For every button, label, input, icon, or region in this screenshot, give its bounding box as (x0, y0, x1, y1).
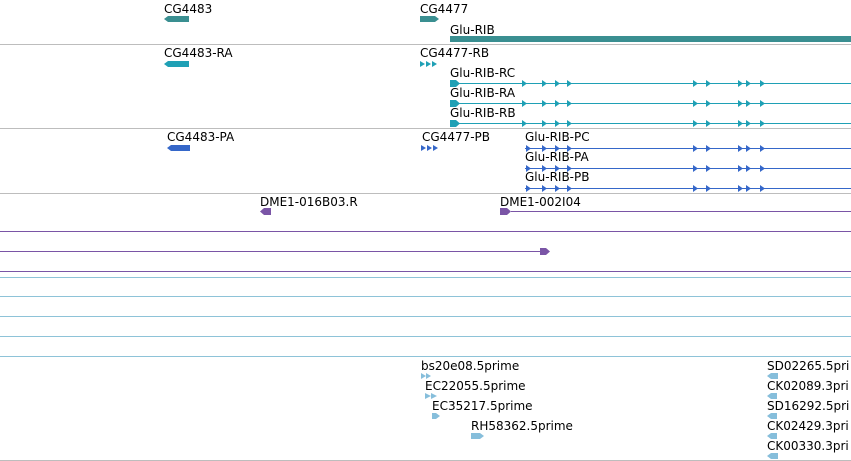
gene-label: Glu-RIB (450, 23, 495, 37)
exon-start-icon (450, 120, 460, 127)
transcript-feature-cg4477-rb[interactable]: CG4477-RB (420, 46, 489, 67)
probe-span-arrow[interactable] (0, 248, 550, 255)
gene-feature-glu-rib[interactable]: Glu-RIB (450, 23, 851, 42)
reverse-arrow-icon (767, 453, 778, 459)
forward-arrow-icon (420, 16, 439, 22)
exon-start-icon (450, 100, 460, 107)
transcript-label: Glu-RIB-RC (450, 66, 515, 80)
reverse-arrow-icon (767, 433, 777, 439)
est-span-lines (0, 277, 851, 357)
exon-start-icon (450, 80, 460, 87)
transcript-label: CG4483-RA (164, 46, 233, 60)
transcript-label: Glu-RIB-RB (450, 106, 516, 120)
gene-label: CG4483 (164, 2, 212, 16)
est-label: RH58362.5prime (471, 419, 573, 433)
est-feature-ec35217[interactable]: EC35217.5prime (432, 399, 533, 419)
est-label: CK00330.3pri (767, 439, 849, 453)
reverse-arrow-icon (767, 373, 778, 379)
protein-label: CG4483-PA (167, 130, 235, 144)
forward-chevron-icon (427, 145, 432, 151)
transcript-feature-glu-rib-rb[interactable]: Glu-RIB-RB (450, 106, 851, 127)
forward-chevron-icon (433, 145, 438, 151)
est-label: EC35217.5prime (432, 399, 533, 413)
probe-track: DME1-016B03.R DME1-002I04 (0, 195, 851, 272)
est-label: EC22055.5prime (425, 379, 526, 393)
protein-label: Glu-RIB-PB (525, 170, 589, 184)
est-feature-ck00330[interactable]: CK00330.3pri (767, 439, 849, 459)
probe-label: DME1-016B03.R (260, 195, 358, 209)
forward-chevron-icon (432, 61, 437, 67)
transcript-track: CG4483-RA CG4477-RB Glu-RIB-RC Glu-RIB-R… (164, 46, 851, 127)
reverse-arrow-icon (260, 208, 271, 215)
transcript-feature-glu-rib-ra[interactable]: Glu-RIB-RA (450, 86, 851, 107)
est-feature-rh58362[interactable]: RH58362.5prime (471, 419, 573, 439)
exon-markers (522, 100, 765, 107)
protein-label: Glu-RIB-PC (525, 130, 590, 144)
est-label: SD16292.5pri (767, 399, 849, 413)
forward-chevron-icon (426, 61, 431, 67)
forward-chevron-icon (421, 145, 426, 151)
forward-arrow-icon (500, 208, 511, 215)
protein-label: CG4477-PB (422, 130, 490, 144)
forward-chevron-icon (425, 393, 431, 399)
reverse-arrow-icon (767, 393, 777, 399)
est-feature-ck02089[interactable]: CK02089.3pri (767, 379, 849, 399)
gene-label: CG4477 (420, 2, 468, 16)
forward-chevron-icon (420, 61, 425, 67)
reverse-arrow-icon (164, 61, 189, 67)
forward-arrow-icon (432, 413, 440, 419)
exon-markers (522, 80, 765, 87)
est-feature-ck02429[interactable]: CK02429.3pri (767, 419, 849, 439)
transcript-label: Glu-RIB-RA (450, 86, 516, 100)
est-label: SD02265.5pri (767, 359, 849, 373)
protein-feature-cg4483-pa[interactable]: CG4483-PA (167, 130, 235, 151)
est-feature-bs20e08[interactable]: bs20e08.5prime (421, 359, 519, 379)
est-feature-sd16292[interactable]: SD16292.5pri (767, 399, 849, 419)
forward-chevron-icon (421, 373, 426, 379)
est-label: bs20e08.5prime (421, 359, 519, 373)
est-track: bs20e08.5prime EC22055.5prime EC35217.5p… (421, 359, 849, 459)
protein-feature-glu-rib-pc[interactable]: Glu-RIB-PC (525, 130, 851, 152)
est-label: CK02429.3pri (767, 419, 849, 433)
protein-label: Glu-RIB-PA (525, 150, 589, 164)
protein-feature-glu-rib-pb[interactable]: Glu-RIB-PB (525, 170, 851, 192)
gene-track: CG4483 CG4477 Glu-RIB (164, 2, 851, 42)
transcript-feature-glu-rib-rc[interactable]: Glu-RIB-RC (450, 66, 851, 87)
forward-chevron-icon (431, 393, 437, 399)
forward-chevron-icon (426, 373, 431, 379)
est-label: CK02089.3pri (767, 379, 849, 393)
exon-markers (526, 145, 765, 152)
est-feature-sd02265[interactable]: SD02265.5pri (767, 359, 849, 379)
protein-feature-glu-rib-pa[interactable]: Glu-RIB-PA (525, 150, 851, 172)
exon-markers (526, 165, 765, 172)
probe-feature-dme1-002i04[interactable]: DME1-002I04 (500, 195, 851, 215)
transcript-label: CG4477-RB (420, 46, 489, 60)
exon-markers (522, 120, 765, 127)
transcript-feature-cg4483-ra[interactable]: CG4483-RA (164, 46, 233, 67)
gene-feature-cg4483[interactable]: CG4483 (164, 2, 212, 22)
forward-arrow-icon (540, 248, 550, 255)
reverse-arrow-icon (167, 145, 190, 151)
reverse-arrow-icon (767, 413, 777, 419)
protein-track: CG4483-PA CG4477-PB Glu-RIB-PC Glu-RIB-P… (167, 130, 851, 192)
est-feature-ec22055[interactable]: EC22055.5prime (425, 379, 526, 399)
reverse-arrow-icon (164, 16, 189, 22)
exon-markers (526, 185, 765, 192)
forward-arrow-icon (471, 433, 484, 439)
gene-feature-cg4477[interactable]: CG4477 (420, 2, 468, 22)
probe-label: DME1-002I04 (500, 195, 581, 209)
probe-feature-dme1-016b03-r[interactable]: DME1-016B03.R (260, 195, 358, 215)
protein-feature-cg4477-pb[interactable]: CG4477-PB (421, 130, 490, 151)
gene-bar (450, 36, 851, 42)
